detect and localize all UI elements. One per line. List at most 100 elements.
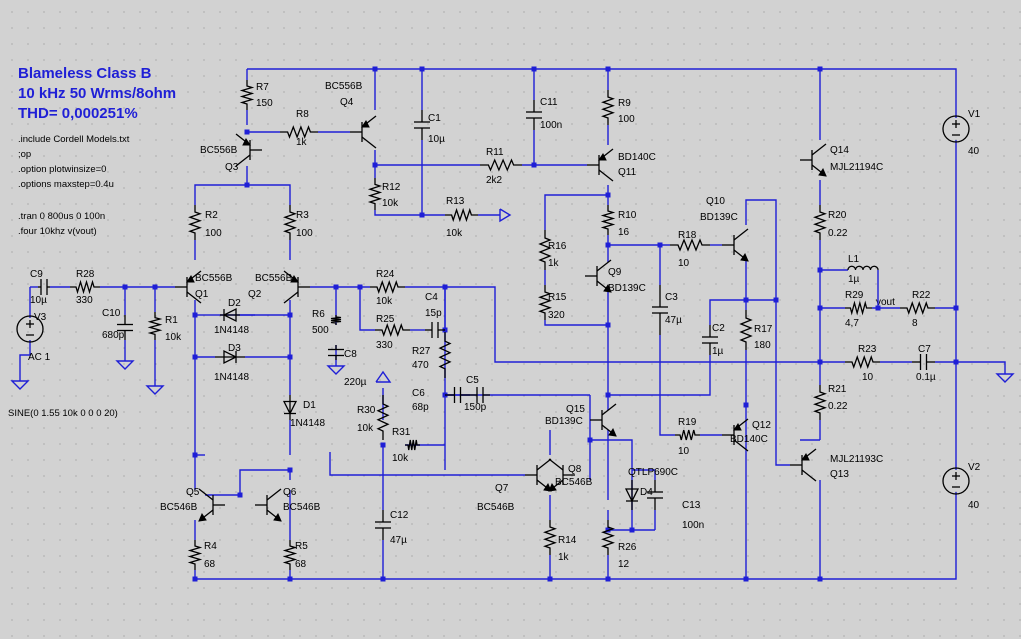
c3-capacitor[interactable] [652, 285, 668, 335]
q4-transistor[interactable] [350, 115, 377, 149]
q1-transistor[interactable] [175, 270, 202, 304]
r31-value-label: 10k [392, 453, 409, 464]
q12-transistor[interactable] [722, 418, 749, 452]
c10-capacitor[interactable] [117, 315, 133, 340]
q13-transistor[interactable] [790, 448, 817, 482]
r21-resistor[interactable] [813, 385, 827, 420]
v3-value-label: AC 1 [28, 352, 51, 363]
c4-capacitor[interactable] [425, 322, 445, 338]
r28-resistor[interactable] [70, 279, 100, 295]
r25-resistor[interactable] [375, 323, 410, 337]
r15-name-label: R15 [548, 292, 567, 303]
l1-inductor[interactable] [847, 265, 879, 271]
v2-voltage-source[interactable] [942, 467, 970, 495]
r17-resistor[interactable] [739, 310, 753, 350]
r16-resistor[interactable] [538, 230, 552, 270]
c8-capacitor[interactable] [328, 345, 344, 360]
q14-transistor[interactable] [800, 143, 827, 177]
r2-resistor[interactable] [188, 205, 202, 240]
q10-transistor[interactable] [722, 228, 749, 262]
r19-resistor[interactable] [675, 429, 700, 441]
r6-resistor[interactable] [330, 315, 342, 325]
ground-symbol[interactable] [995, 368, 1015, 383]
c7-value-label: 0.1µ [916, 372, 936, 383]
r9-name-label: R9 [618, 98, 631, 109]
c6-capacitor[interactable] [445, 387, 470, 403]
c2-capacitor[interactable] [702, 325, 718, 355]
c4-name-label: C4 [425, 292, 438, 303]
ground-symbol[interactable] [326, 360, 346, 375]
q7-transistor[interactable] [525, 458, 552, 492]
q15-transistor[interactable] [590, 403, 617, 437]
c6-name-label: C6 [412, 388, 425, 399]
q11-transistor[interactable] [587, 148, 614, 182]
r15-resistor[interactable] [538, 285, 552, 320]
q6-transistor[interactable] [255, 488, 282, 522]
r14-resistor[interactable] [543, 520, 557, 555]
r3-resistor[interactable] [283, 205, 297, 240]
r29-resistor[interactable] [845, 300, 872, 316]
d4-diode[interactable] [624, 480, 640, 510]
c5-capacitor[interactable] [470, 387, 490, 403]
r11-resistor[interactable] [480, 158, 522, 172]
q5-transistor[interactable] [198, 488, 225, 522]
r22-name-label: R22 [912, 290, 931, 301]
ground-symbol[interactable] [145, 380, 165, 395]
r9-resistor[interactable] [601, 90, 615, 125]
r31-resistor[interactable] [405, 439, 420, 451]
q12-value-label: BD140C [730, 434, 768, 445]
r12-resistor[interactable] [367, 178, 383, 210]
q9-value-label: BD139C [608, 283, 646, 294]
input-arrow[interactable] [375, 370, 392, 383]
c1-capacitor[interactable] [414, 110, 430, 140]
q8-transistor[interactable] [548, 458, 575, 492]
r1-resistor[interactable] [147, 312, 163, 340]
d2-diode[interactable] [220, 307, 240, 323]
r6-value-label: 500 [312, 325, 329, 336]
r4-resistor[interactable] [187, 540, 203, 570]
r26-resistor[interactable] [601, 520, 615, 555]
r22-resistor[interactable] [900, 301, 935, 315]
q10-name-label: Q10 [706, 196, 725, 207]
c8-name-label: C8 [344, 349, 357, 360]
c13-capacitor[interactable] [647, 480, 663, 510]
c12-capacitor[interactable] [375, 510, 391, 540]
r10-value-label: 16 [618, 227, 630, 238]
q2-transistor[interactable] [283, 270, 310, 304]
r18-resistor[interactable] [670, 238, 710, 252]
r10-resistor[interactable] [600, 205, 616, 235]
q3-transistor[interactable] [235, 133, 262, 167]
d1-diode[interactable] [282, 395, 298, 420]
c11-capacitor[interactable] [526, 100, 542, 130]
ground-symbol[interactable] [10, 375, 30, 390]
output-arrow[interactable] [499, 208, 512, 223]
r25-name-label: R25 [376, 314, 395, 325]
v1-voltage-source[interactable] [942, 115, 970, 143]
q9-transistor[interactable] [585, 259, 612, 293]
c7-capacitor[interactable] [912, 354, 935, 370]
r24-value-label: 10k [376, 296, 393, 307]
d3-diode[interactable] [215, 349, 245, 365]
r30-resistor[interactable] [376, 395, 390, 440]
r13-resistor[interactable] [445, 207, 478, 223]
q1-value-label: BC556B [195, 273, 233, 284]
r8-resistor[interactable] [280, 125, 318, 139]
c11-value-label: 100n [540, 120, 562, 131]
v2-name-label: V2 [968, 462, 981, 473]
r24-resistor[interactable] [370, 280, 405, 294]
r13-name-label: R13 [446, 196, 465, 207]
r7-resistor[interactable] [239, 80, 255, 110]
r23-resistor[interactable] [845, 355, 880, 369]
l1-value-label: 1µ [848, 274, 860, 285]
v3-voltage-source[interactable] [16, 315, 44, 343]
r27-resistor[interactable] [438, 332, 452, 378]
c9-capacitor[interactable] [38, 279, 50, 295]
r5-resistor[interactable] [282, 540, 298, 570]
directive-plotwinsize: .option plotwinsize=0 [18, 164, 106, 175]
r20-resistor[interactable] [813, 205, 827, 240]
components [10, 80, 1015, 570]
r5-name-label: R5 [295, 541, 308, 552]
ground-symbol[interactable] [115, 355, 135, 370]
